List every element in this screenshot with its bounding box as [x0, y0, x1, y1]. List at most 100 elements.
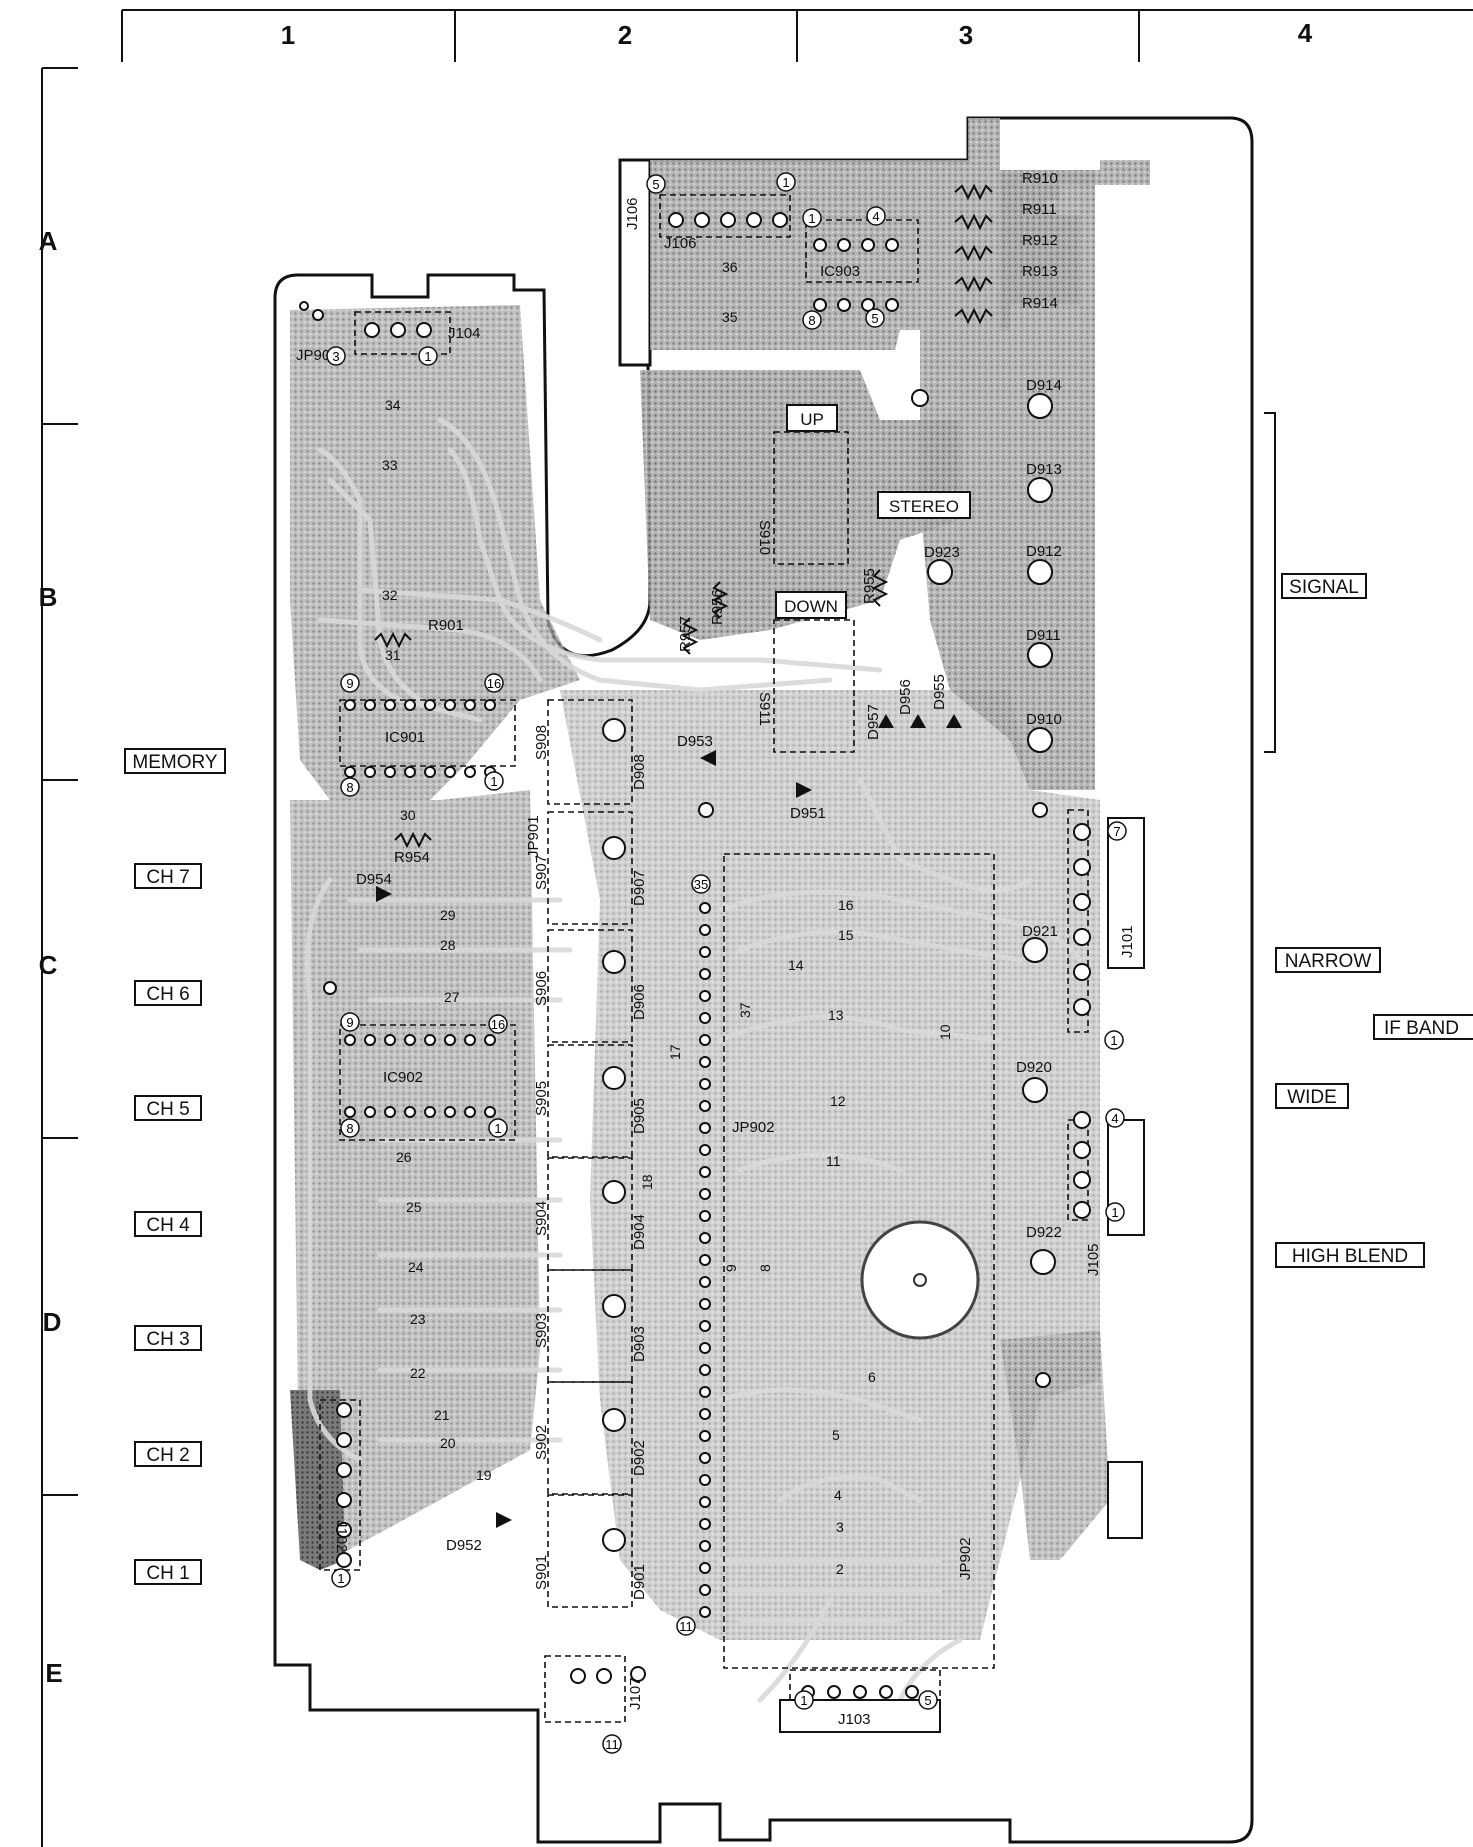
trace-num-18: 18 [639, 1174, 655, 1190]
ref-ic901: IC901 [385, 729, 425, 746]
board-label-up: UP [786, 404, 838, 432]
trace-num-24: 24 [408, 1259, 424, 1275]
ref-s910: S910 [756, 520, 773, 555]
board-label-stereo: STEREO [877, 491, 971, 519]
solder-pads [299, 212, 1091, 1699]
pin-mark: 16 [488, 1014, 508, 1034]
pin-mark: 8 [340, 1118, 360, 1138]
svg-text:4: 4 [872, 209, 879, 224]
trace-num-35: 35 [722, 309, 738, 325]
svg-text:STEREO: STEREO [889, 497, 959, 516]
svg-text:1: 1 [800, 1693, 807, 1708]
ref-r955: R955 [861, 568, 878, 604]
trace-num-13: 13 [828, 1007, 844, 1023]
svg-text:CH 1: CH 1 [146, 1563, 189, 1584]
svg-text:SIGNAL: SIGNAL [1289, 577, 1359, 598]
ref-d923: D923 [924, 544, 960, 561]
pin-mark: 4 [866, 206, 886, 226]
ref-r914: R914 [1022, 295, 1058, 312]
trace-num-34: 34 [385, 397, 401, 413]
grid-row-e: E [45, 1658, 62, 1688]
pin-mark: 7 [1107, 821, 1127, 841]
svg-text:UP: UP [800, 410, 824, 429]
ref-j103: J103 [838, 1711, 871, 1728]
svg-text:CH 4: CH 4 [146, 1215, 190, 1236]
trace-num-11: 11 [826, 1153, 841, 1169]
svg-text:9: 9 [346, 1015, 353, 1030]
svg-text:1: 1 [494, 1121, 501, 1136]
ref-j104: J104 [448, 325, 481, 342]
pin-mark: 4 [1105, 1108, 1125, 1128]
pin-mark: 1 [488, 1118, 508, 1138]
right-label-if-band: IF BAND [1373, 1014, 1473, 1040]
trace-num-25: 25 [406, 1199, 422, 1215]
svg-text:CH 3: CH 3 [146, 1329, 189, 1350]
ref-d956: D956 [897, 679, 914, 715]
svg-text:11: 11 [605, 1737, 619, 1752]
svg-text:8: 8 [346, 1121, 353, 1136]
svg-text:1: 1 [782, 175, 789, 190]
ref-d920: D920 [1016, 1059, 1052, 1076]
pin-mark: 1 [484, 771, 504, 791]
trace-num-14: 14 [788, 957, 804, 973]
ref-d910: D910 [1026, 711, 1062, 728]
svg-text:11: 11 [679, 1619, 693, 1634]
board-outline [273, 116, 1254, 1844]
ref-j107: J107 [627, 1677, 644, 1710]
left-label-ch6: CH 6 [134, 980, 202, 1006]
svg-text:CH 6: CH 6 [146, 984, 189, 1005]
grid-col-4: 4 [1298, 18, 1313, 48]
left-label-ch2: CH 2 [134, 1441, 202, 1467]
grid-row-d: D [43, 1307, 62, 1337]
trace-num-29: 29 [440, 907, 456, 923]
pin-mark: 1 [1104, 1030, 1124, 1050]
trace-num-26: 26 [396, 1149, 412, 1165]
ref-r901: R901 [428, 617, 464, 634]
svg-text:HIGH BLEND: HIGH BLEND [1292, 1246, 1408, 1267]
ref-jp901b: JP901 [525, 815, 542, 858]
pin-mark: 8 [802, 310, 822, 330]
svg-text:5: 5 [871, 311, 878, 326]
svg-text:1: 1 [337, 1571, 344, 1586]
trace-num-30: 30 [400, 807, 416, 823]
pin-marks: 5 1 1 4 8 5 3 1 9 16 8 1 9 16 8 1 35 7 1… [326, 172, 1127, 1754]
trace-num-33: 33 [382, 457, 398, 473]
signal-bracket [1264, 412, 1276, 753]
right-label-signal: SIGNAL [1281, 573, 1367, 599]
left-label-ch1: CH 1 [134, 1559, 202, 1585]
ref-r911: R911 [1022, 201, 1057, 218]
grid-col-3: 3 [959, 20, 973, 50]
ref-r956: R956 [709, 589, 726, 625]
ref-d921: D921 [1022, 923, 1058, 940]
grid-row-a: A [39, 226, 58, 256]
ref-d912: D912 [1026, 543, 1062, 560]
svg-text:DOWN: DOWN [784, 597, 838, 616]
svg-text:NARROW: NARROW [1285, 951, 1372, 972]
ref-s908: S908 [533, 725, 550, 760]
diode-symbols [376, 714, 962, 1528]
trace-num-3: 3 [836, 1519, 844, 1535]
pin-mark: 1 [418, 346, 438, 366]
trace-num-31: 31 [385, 647, 401, 663]
pin-mark: 1 [802, 208, 822, 228]
grid-col-2: 2 [618, 20, 632, 50]
ref-d908: D908 [631, 754, 648, 790]
grid-row-b: B [39, 582, 58, 612]
ref-s902: S902 [533, 1425, 550, 1460]
svg-text:5: 5 [924, 1693, 931, 1708]
trace-num-17: 17 [667, 1044, 683, 1060]
svg-text:8: 8 [808, 313, 815, 328]
pin-mark: 11 [676, 1616, 696, 1636]
pin-mark: 9 [340, 673, 360, 693]
trace-num-20: 20 [440, 1435, 456, 1451]
svg-text:8: 8 [346, 780, 353, 795]
svg-text:16: 16 [487, 676, 501, 691]
svg-text:9: 9 [346, 676, 353, 691]
ref-d955: D955 [931, 674, 948, 710]
trace-num-19: 19 [476, 1467, 492, 1483]
trace-num-2: 2 [836, 1561, 844, 1577]
trace-num-15: 15 [838, 927, 854, 943]
left-label-ch4: CH 4 [134, 1211, 202, 1237]
svg-text:IF BAND: IF BAND [1384, 1018, 1459, 1039]
